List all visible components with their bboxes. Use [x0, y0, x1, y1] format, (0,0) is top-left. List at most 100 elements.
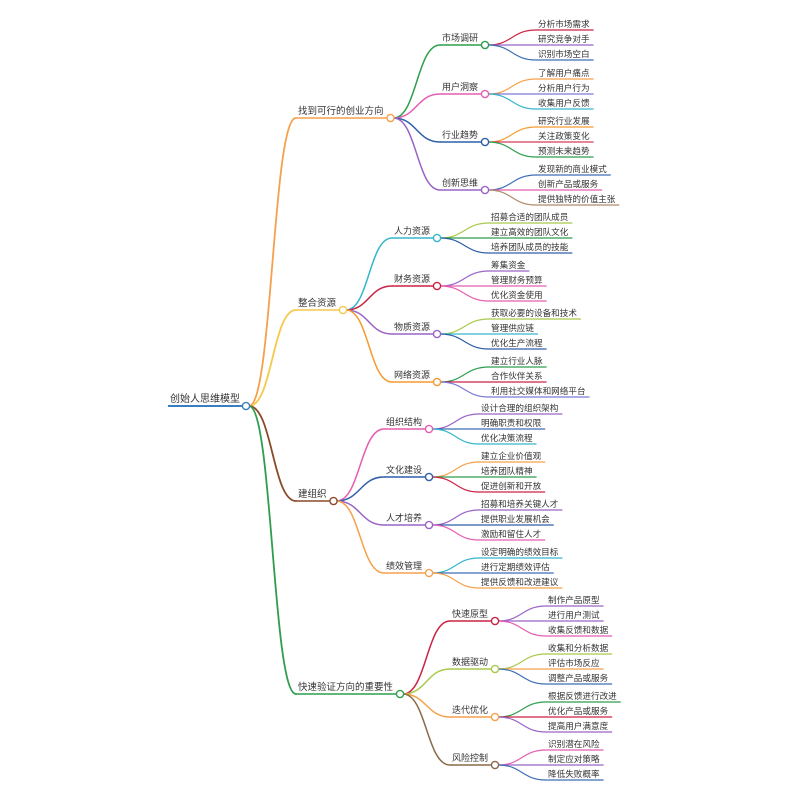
subtopic[interactable]: 迭代优化	[452, 704, 488, 716]
leaf-topic[interactable]: 管理财务预算	[491, 274, 543, 286]
branch-collapse-toggle[interactable]	[395, 689, 405, 699]
leaf-topic[interactable]: 优化资金使用	[491, 289, 543, 301]
leaf-topic[interactable]: 提供反馈和改进建议	[481, 576, 559, 588]
leaf-topic[interactable]: 识别市场空白	[538, 48, 590, 60]
subtopic-edge	[335, 428, 385, 502]
subtopic[interactable]: 绩效管理	[386, 560, 422, 572]
branch-collapse-toggle[interactable]	[338, 305, 348, 315]
leaf-topic[interactable]: 建立行业人脉	[491, 355, 543, 367]
leaf-edge	[439, 237, 490, 254]
leaf-topic[interactable]: 激励和留住人才	[481, 528, 542, 540]
leaf-edge	[497, 605, 547, 622]
leaf-topic[interactable]: 招募和培养关键人才	[481, 498, 559, 510]
subtopic-collapse-toggle[interactable]	[424, 472, 434, 482]
leaf-topic[interactable]: 明确职责和权限	[481, 417, 542, 429]
subtopic-collapse-toggle[interactable]	[480, 185, 490, 195]
subtopic-collapse-toggle[interactable]	[480, 40, 490, 50]
leaf-topic[interactable]: 研究行业发展	[538, 115, 590, 127]
leaf-topic[interactable]: 分析用户行为	[538, 82, 590, 94]
leaf-topic[interactable]: 关注政策变化	[538, 130, 590, 142]
subtopic[interactable]: 快速原型	[452, 608, 488, 620]
subtopic-collapse-toggle[interactable]	[432, 281, 442, 291]
leaf-topic[interactable]: 收集和分析数据	[548, 642, 609, 654]
leaf-topic[interactable]: 进行定期绩效评估	[481, 561, 550, 573]
subtopic-collapse-toggle[interactable]	[490, 712, 500, 722]
leaf-topic[interactable]: 收集反馈和数据	[548, 624, 609, 636]
subtopic-collapse-toggle[interactable]	[424, 568, 434, 578]
branch-collapse-toggle[interactable]	[329, 496, 338, 506]
branch-topic[interactable]: 整合资源	[298, 297, 337, 309]
leaf-topic[interactable]: 管理供应链	[491, 322, 534, 334]
subtopic[interactable]: 风险控制	[452, 752, 488, 764]
leaf-topic[interactable]: 识别潜在风险	[548, 738, 600, 750]
subtopic-collapse-toggle[interactable]	[432, 233, 442, 243]
root-topic[interactable]: 创始人思维模型	[170, 392, 240, 405]
leaf-topic[interactable]: 制定应对策略	[548, 753, 600, 765]
subtopic-collapse-toggle[interactable]	[432, 329, 442, 339]
leaf-topic[interactable]: 进行用户测试	[548, 609, 600, 621]
branch-topic[interactable]: 快速验证方向的重要性	[298, 681, 394, 693]
leaf-topic[interactable]: 合作伙伴关系	[491, 370, 543, 382]
subtopic[interactable]: 组织结构	[386, 416, 422, 428]
leaf-edge	[431, 572, 480, 589]
subtopic-edge	[402, 668, 451, 695]
subtopic[interactable]: 人才培养	[386, 512, 422, 524]
leaf-edge	[487, 44, 537, 61]
leaf-edge	[487, 141, 537, 158]
leaf-edge	[487, 29, 537, 46]
leaf-topic[interactable]: 提供职业发展机会	[481, 513, 550, 525]
subtopic[interactable]: 财务资源	[394, 273, 430, 285]
leaf-topic[interactable]: 发现新的商业模式	[538, 163, 607, 175]
branch-collapse-toggle[interactable]	[386, 113, 395, 123]
leaf-topic[interactable]: 分析市场需求	[538, 18, 590, 30]
leaf-topic[interactable]: 利用社交媒体和网络平台	[491, 385, 586, 397]
subtopic[interactable]: 数据驱动	[452, 656, 488, 668]
subtopic[interactable]: 用户洞察	[442, 81, 478, 93]
leaf-topic[interactable]: 降低失败概率	[548, 768, 600, 780]
leaf-topic[interactable]: 制作产品原型	[548, 594, 600, 606]
leaf-topic[interactable]: 建立企业价值观	[481, 450, 542, 462]
leaf-topic[interactable]: 优化产品或服务	[548, 705, 609, 717]
leaf-topic[interactable]: 设计合理的组织架构	[481, 402, 559, 414]
subtopic[interactable]: 网络资源	[394, 369, 430, 381]
leaf-topic[interactable]: 获取必要的设备和技术	[491, 307, 577, 319]
leaf-topic[interactable]: 筹集资金	[491, 259, 526, 271]
subtopic-collapse-toggle[interactable]	[490, 760, 500, 770]
leaf-topic[interactable]: 优化决策流程	[481, 432, 533, 444]
branch-topic[interactable]: 建组织	[298, 488, 327, 500]
subtopic[interactable]: 创新思维	[442, 177, 478, 189]
leaf-topic[interactable]: 预测未来趋势	[538, 145, 590, 157]
subtopic[interactable]: 物质资源	[394, 321, 430, 333]
subtopic[interactable]: 市场调研	[442, 32, 478, 44]
leaf-topic[interactable]: 评估市场反应	[548, 657, 600, 669]
subtopic-collapse-toggle[interactable]	[424, 424, 434, 434]
subtopic-collapse-toggle[interactable]	[490, 664, 500, 674]
leaf-topic[interactable]: 根据反馈进行改进	[548, 690, 617, 702]
leaf-topic[interactable]: 优化生产流程	[491, 337, 543, 349]
subtopic-collapse-toggle[interactable]	[432, 377, 442, 387]
leaf-topic[interactable]: 收集用户反馈	[538, 97, 590, 109]
leaf-topic[interactable]: 培养团队精神	[481, 465, 533, 477]
subtopic-collapse-toggle[interactable]	[424, 520, 434, 530]
leaf-topic[interactable]: 设定明确的绩效目标	[481, 546, 559, 558]
branch-topic[interactable]: 找到可行的创业方向	[298, 105, 384, 117]
leaf-topic[interactable]: 创新产品或服务	[538, 178, 599, 190]
leaf-edge	[487, 126, 537, 143]
subtopic[interactable]: 人力资源	[394, 225, 430, 237]
leaf-topic[interactable]: 研究竞争对手	[538, 33, 590, 45]
leaf-topic[interactable]: 招募合适的团队成员	[491, 211, 569, 223]
subtopic-collapse-toggle[interactable]	[480, 89, 490, 99]
root-collapse-toggle[interactable]	[241, 401, 251, 411]
subtopic-collapse-toggle[interactable]	[490, 616, 500, 626]
leaf-topic[interactable]: 调整产品或服务	[548, 672, 609, 684]
leaf-topic[interactable]: 促进创新和开放	[481, 480, 542, 492]
leaf-topic[interactable]: 提高用户满意度	[548, 720, 609, 732]
leaf-edge	[431, 524, 480, 541]
leaf-topic[interactable]: 建立高效的团队文化	[491, 226, 569, 238]
subtopic-collapse-toggle[interactable]	[480, 137, 490, 147]
leaf-topic[interactable]: 培养团队成员的技能	[491, 241, 569, 253]
subtopic[interactable]: 行业趋势	[442, 129, 478, 141]
subtopic[interactable]: 文化建设	[386, 464, 422, 476]
leaf-topic[interactable]: 了解用户痛点	[538, 67, 590, 79]
leaf-topic[interactable]: 提供独特的价值主张	[538, 193, 616, 205]
